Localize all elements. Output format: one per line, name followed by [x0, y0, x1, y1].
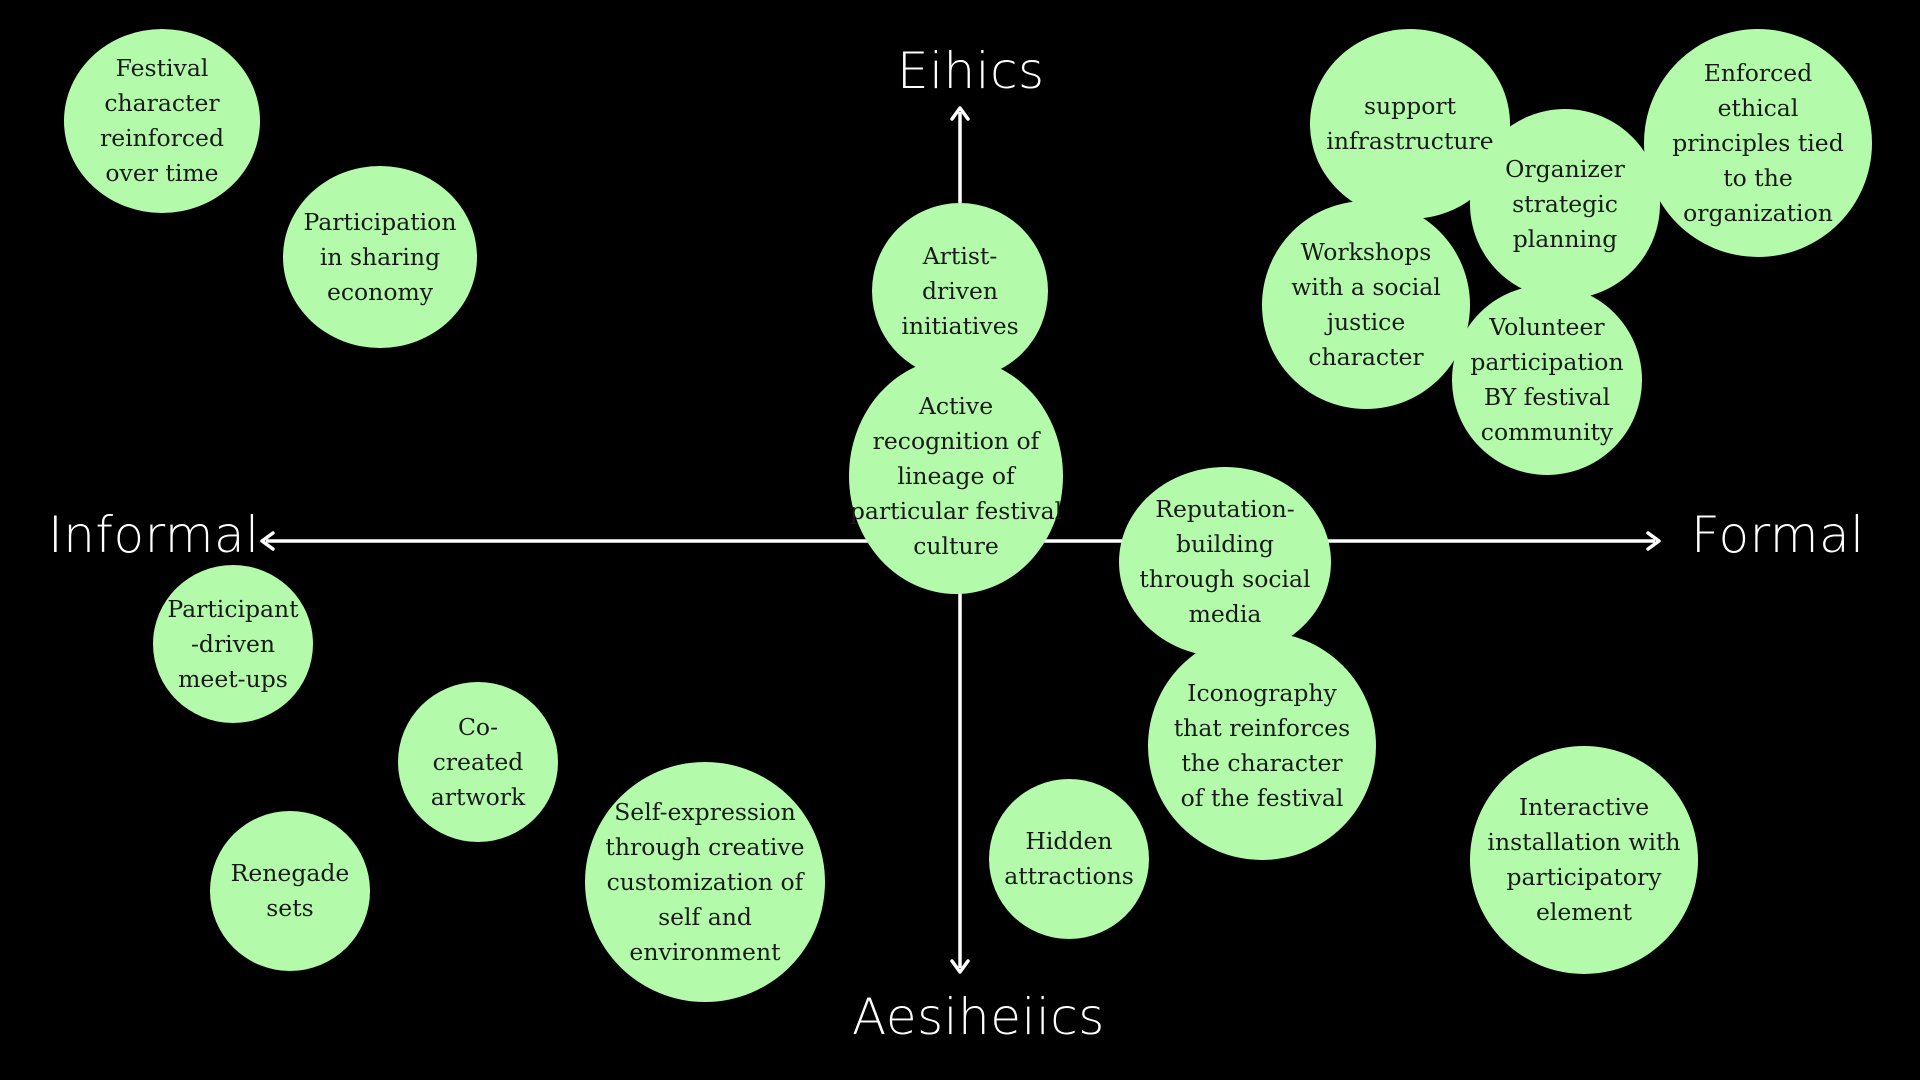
- bubble-label: Co- created artwork: [430, 712, 526, 811]
- bubble-label: Participant -driven meet-ups: [167, 594, 299, 693]
- down-arrowhead-icon: [950, 959, 970, 974]
- bubble-volunteer-participation: Volunteer participation BY festival comm…: [1452, 285, 1642, 475]
- bubble-label: Interactive installation with participat…: [1487, 793, 1681, 926]
- bubble-sharing-economy: Participation in sharing economy: [283, 166, 477, 348]
- bubble-label: Festival character reinforced over time: [100, 54, 224, 187]
- bubble-reputation-building: Reputation- building through social medi…: [1119, 467, 1331, 657]
- bubble-participant-meetups: Participant -driven meet-ups: [153, 565, 313, 723]
- bubble-enforced-ethical: Enforced ethical principles tied to the …: [1644, 29, 1872, 257]
- up-arrowhead-icon: [950, 106, 970, 121]
- bubble-label: Workshops with a social justice characte…: [1291, 238, 1441, 371]
- bubble-label: Participation in sharing economy: [303, 207, 457, 306]
- bubble-label: Enforced ethical principles tied to the …: [1672, 58, 1844, 227]
- bubble-label: Iconography that reinforces the characte…: [1173, 679, 1351, 812]
- bubble-label: Renegade sets: [230, 859, 350, 922]
- bubble-co-created-artwork: Co- created artwork: [398, 682, 558, 842]
- bubble-interactive-installation: Interactive installation with participat…: [1470, 746, 1698, 974]
- axis-label-bottom: Aesiheiics: [852, 988, 1105, 1046]
- right-arrowhead-icon: [1646, 531, 1661, 551]
- axis-label-left: Informal: [48, 506, 260, 564]
- bubble-label: Hidden attractions: [1004, 827, 1134, 890]
- bubble-organizer-planning: Organizer strategic planning: [1470, 109, 1660, 299]
- bubble-renegade-sets: Renegade sets: [210, 811, 370, 971]
- bubble-hidden-attractions: Hidden attractions: [989, 779, 1149, 939]
- bubble-label: Self-expression through creative customi…: [605, 797, 805, 966]
- axis-label-right: Formal: [1691, 506, 1865, 564]
- bubble-label: Organizer strategic planning: [1505, 154, 1625, 253]
- bubble-self-expression: Self-expression through creative customi…: [585, 762, 825, 1002]
- bubble-active-recognition: Active recognition of lineage of particu…: [849, 358, 1063, 594]
- bubble-label: Active recognition of lineage of particu…: [849, 391, 1063, 560]
- axis-label-top: Eihics: [897, 42, 1045, 100]
- bubble-iconography: Iconography that reinforces the characte…: [1148, 632, 1376, 860]
- bubble-label: support infrastructure: [1326, 92, 1494, 155]
- bubble-festival-character: Festival character reinforced over time: [64, 29, 260, 213]
- bubble-label: Artist- driven initiatives: [901, 241, 1019, 340]
- bubble-label: Volunteer participation BY festival comm…: [1470, 313, 1624, 446]
- bubble-artist-driven: Artist- driven initiatives: [872, 203, 1048, 379]
- bubble-workshops-social-justice: Workshops with a social justice characte…: [1262, 201, 1470, 409]
- bubble-label: Reputation- building through social medi…: [1139, 495, 1311, 628]
- left-arrowhead-icon: [260, 531, 275, 551]
